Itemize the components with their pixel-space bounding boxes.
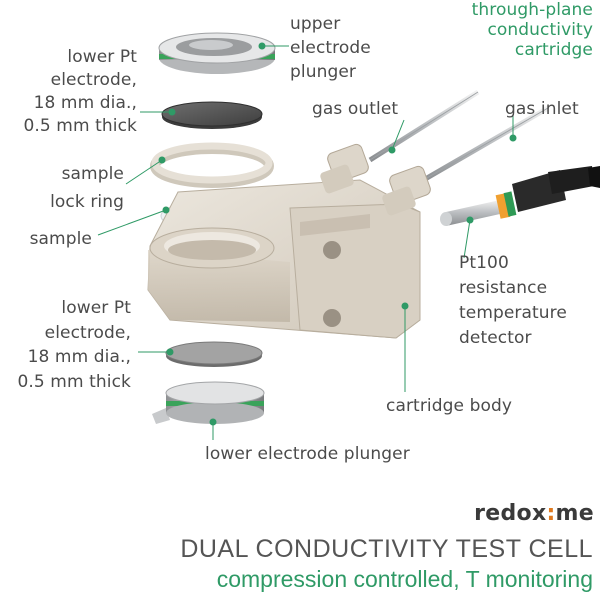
leader-lines xyxy=(97,42,517,440)
gas-outlet-fitting xyxy=(320,89,480,194)
upper-electrode-plunger xyxy=(158,32,276,74)
lower-pt-electrode xyxy=(165,341,263,367)
upper-pt-electrode xyxy=(161,101,263,129)
label-sample: sample xyxy=(29,229,92,249)
brand-name-dot: : xyxy=(546,501,556,526)
brand-name-start: redox xyxy=(474,501,547,526)
label-through-plane-cartridge: through-plane conductivity cartridge xyxy=(471,0,593,60)
gas-inlet-fitting xyxy=(382,105,550,216)
brand-name-end: me xyxy=(555,501,594,526)
lower-electrode-plunger xyxy=(152,381,265,424)
label-gas-inlet: gas inlet xyxy=(505,99,579,119)
cartridge-body xyxy=(147,179,421,339)
label-sample-lock-ring: sample lock ring xyxy=(50,164,124,212)
pt100-probe xyxy=(440,166,600,226)
label-lower-pt-electrode-bottom: lower Pt electrode, 18 mm dia., 0.5 mm t… xyxy=(17,298,131,392)
label-lower-electrode-plunger: lower electrode plunger xyxy=(205,444,410,464)
label-cartridge-body: cartridge body xyxy=(386,396,513,416)
brand-logo: redox:me xyxy=(474,501,594,526)
label-pt100-rtd: Pt100 resistance temperature detector xyxy=(459,253,567,348)
label-upper-electrode-plunger: upper electrode plunger xyxy=(290,14,371,82)
page-title: DUAL CONDUCTIVITY TEST CELL xyxy=(180,535,593,563)
label-lower-pt-electrode-top: lower Pt electrode, 18 mm dia., 0.5 mm t… xyxy=(23,47,137,136)
page-subtitle: compression controlled, T monitoring xyxy=(216,566,593,592)
sample-lock-ring xyxy=(150,142,274,188)
label-gas-outlet: gas outlet xyxy=(312,99,399,119)
